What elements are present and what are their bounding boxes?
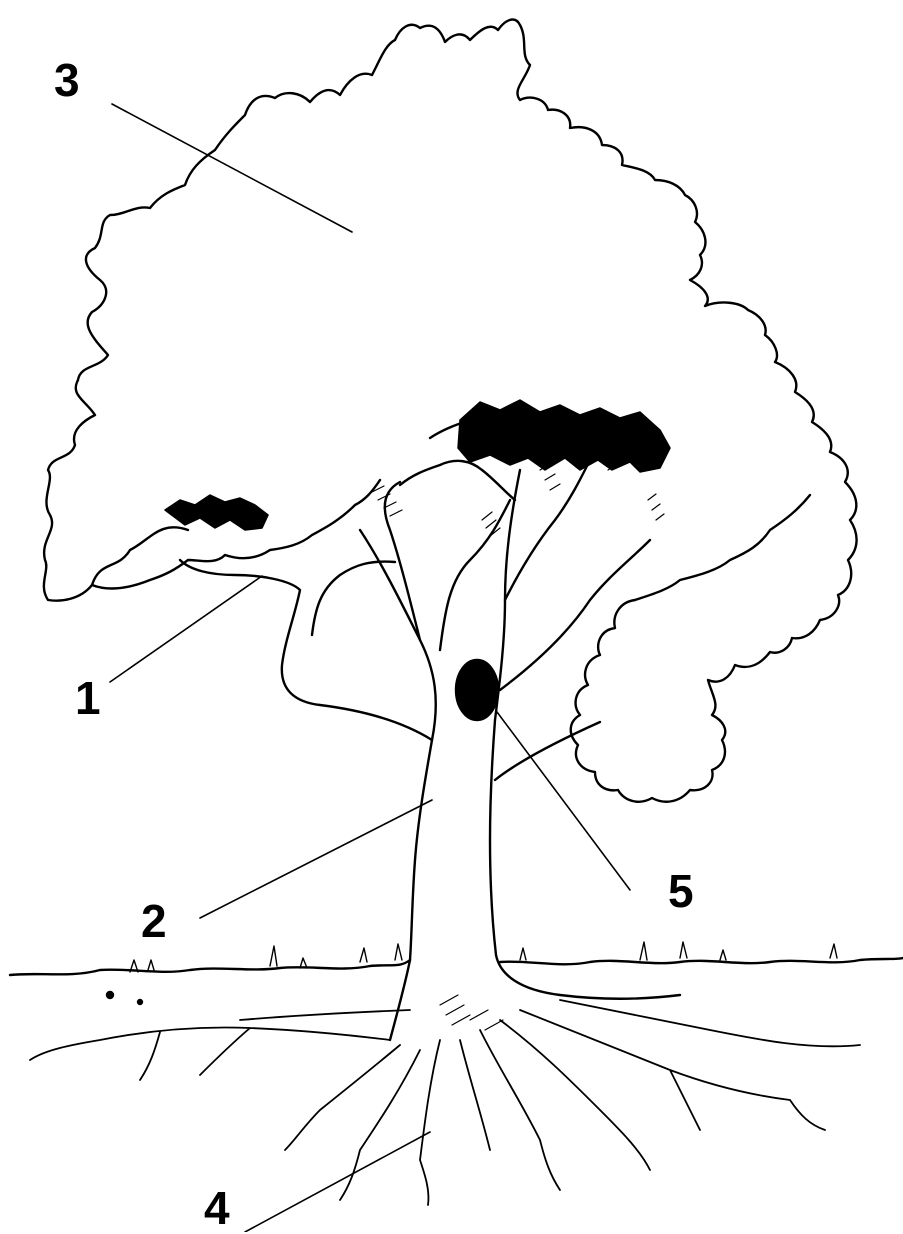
dark-cluster-left — [165, 495, 268, 530]
center-limb-b — [440, 500, 510, 650]
label-5: 5 — [668, 868, 694, 914]
label-2: 2 — [141, 898, 167, 944]
roots — [30, 1000, 860, 1205]
label-4: 4 — [204, 1185, 230, 1231]
leader-line-4 — [245, 1132, 430, 1232]
leader-line-1 — [110, 576, 262, 682]
trunk-left-edge — [360, 530, 436, 1040]
label-3: 3 — [54, 57, 80, 103]
soil-dot — [138, 1000, 142, 1004]
grass-tufts — [130, 942, 837, 972]
limb-hatching — [372, 444, 664, 1030]
dark-cluster-right — [458, 400, 670, 472]
crown-outline — [44, 20, 857, 802]
leader-line-3 — [112, 104, 352, 232]
foliage-right-inner — [635, 495, 810, 600]
trunk-hollow — [456, 660, 498, 720]
foliage-mid — [400, 461, 515, 500]
right-limb-b — [500, 540, 650, 690]
ground-line — [10, 958, 903, 975]
left-limb-upper — [312, 562, 395, 635]
leader-line-2 — [200, 800, 432, 918]
trunk-right-edge — [490, 470, 680, 999]
foliage-lower-left — [92, 480, 380, 589]
soil-dot — [107, 992, 113, 998]
label-1: 1 — [75, 675, 101, 721]
